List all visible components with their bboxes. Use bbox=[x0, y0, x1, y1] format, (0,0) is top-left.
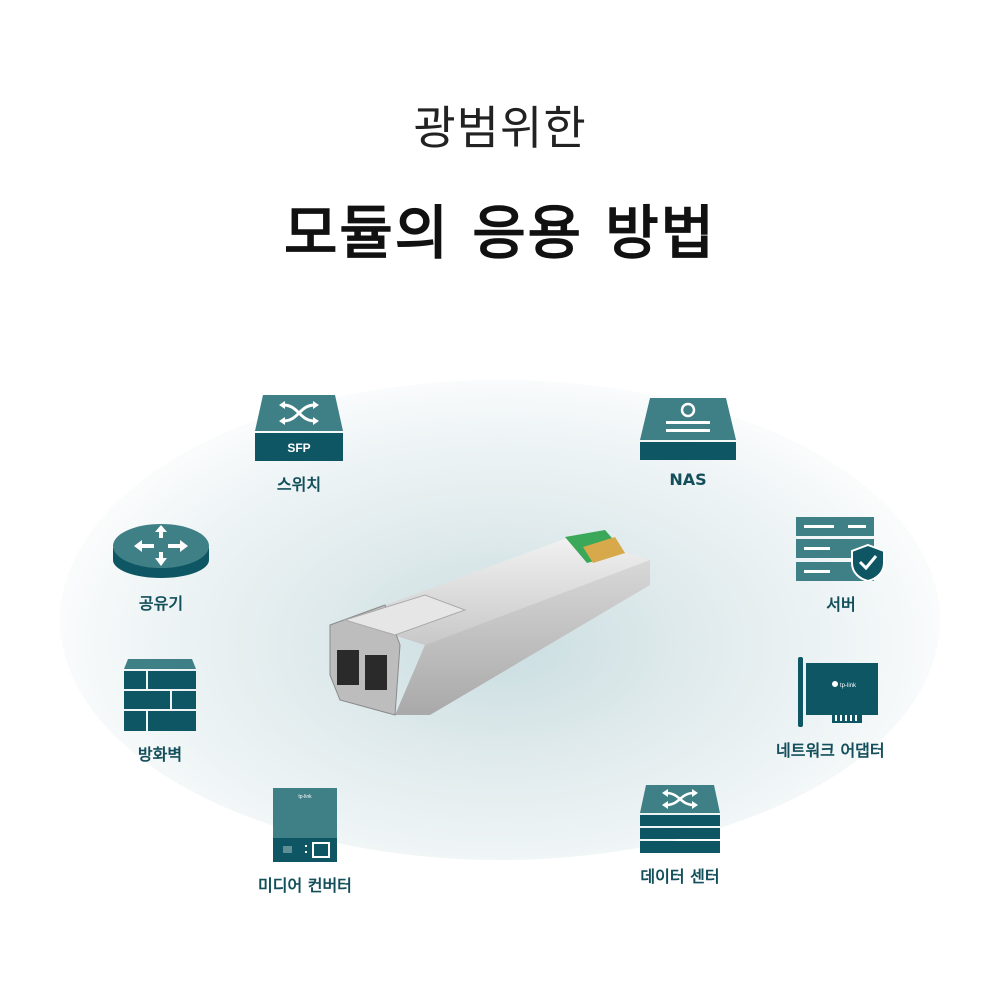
network-card-icon: tp-link bbox=[798, 657, 879, 727]
heading-line1: 광범위한 bbox=[413, 101, 587, 155]
app-switch: SFP 스위치 bbox=[255, 395, 343, 495]
sfp-module-image bbox=[329, 530, 650, 716]
tp-link-logo: tp-link bbox=[840, 683, 857, 689]
app-label: 스위치 bbox=[276, 475, 322, 494]
app-label: 네트워크 어댑터 bbox=[776, 741, 885, 760]
firewall-icon bbox=[124, 659, 196, 731]
app-label: 방화벽 bbox=[137, 745, 183, 764]
media-converter-icon: tp-link bbox=[272, 788, 337, 862]
app-router: 공유기 bbox=[112, 520, 210, 614]
app-data-center: 데이터 센터 bbox=[640, 785, 720, 887]
app-server: 서버 bbox=[796, 517, 886, 615]
router-icon bbox=[113, 524, 209, 578]
app-nas: NAS bbox=[640, 398, 736, 489]
nas-icon bbox=[640, 398, 736, 460]
app-firewall: 방화벽 bbox=[124, 659, 196, 765]
app-media-converter: tp-link 미디어 컨버터 bbox=[258, 788, 352, 896]
app-label: 미디어 컨버터 bbox=[258, 876, 352, 895]
server-shield-icon bbox=[796, 517, 885, 581]
app-network-adapter: tp-link 네트워크 어댑터 bbox=[776, 657, 885, 761]
data-center-icon bbox=[640, 785, 720, 853]
tp-link-logo: tp-link bbox=[298, 794, 312, 800]
app-label: 데이터 센터 bbox=[640, 867, 720, 886]
app-label: NAS bbox=[669, 470, 707, 489]
heading-line2: 모듈의 응용 방법 bbox=[284, 199, 716, 267]
sfp-badge: SFP bbox=[287, 441, 310, 455]
app-label: 서버 bbox=[826, 595, 856, 614]
switch-icon: SFP bbox=[255, 395, 343, 461]
app-label: 공유기 bbox=[138, 594, 184, 613]
